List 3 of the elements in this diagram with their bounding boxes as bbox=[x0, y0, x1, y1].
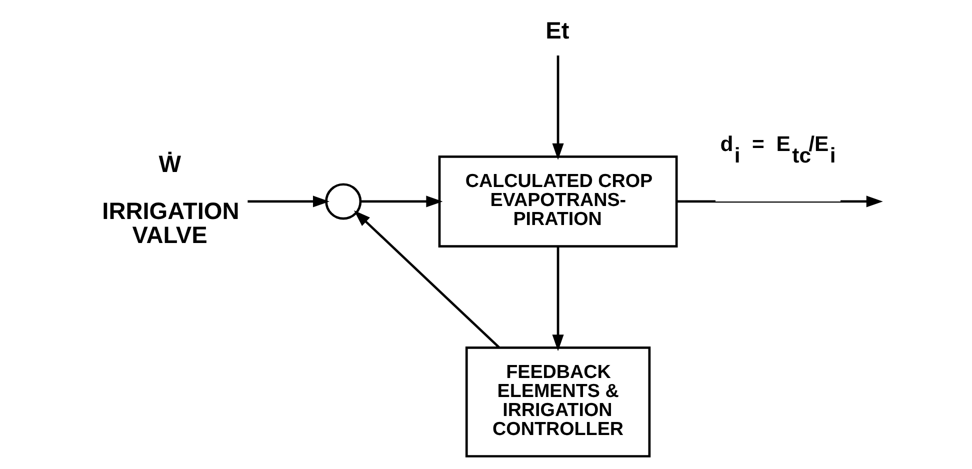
node-text: Ẇ bbox=[158, 150, 181, 177]
node-label: IRRIGATION VALVE bbox=[102, 198, 239, 248]
node-text: Et bbox=[545, 18, 569, 44]
